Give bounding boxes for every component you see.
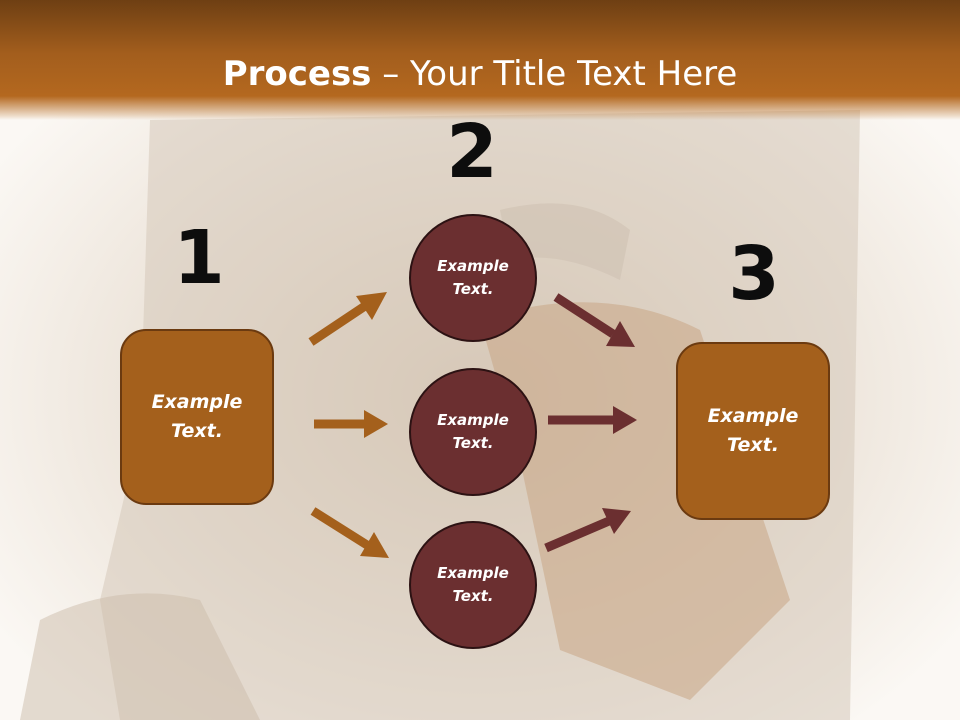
box-start-text: Example Text. bbox=[151, 391, 243, 442]
title-regular-part: – Your Title Text Here bbox=[371, 54, 738, 94]
slide-title: Process – Your Title Text Here bbox=[0, 52, 960, 96]
middle-node-center: Example Text. bbox=[409, 368, 537, 496]
middle-node-top: Example Text. bbox=[409, 214, 537, 342]
arrow-to-middle-node bbox=[314, 410, 388, 438]
process-box-end: Example Text. bbox=[676, 342, 830, 520]
title-bar bbox=[0, 0, 960, 120]
node-bottom-text: Example Text. bbox=[437, 564, 509, 605]
arrow-from-middle-node bbox=[548, 406, 637, 434]
step-number-1: 1 bbox=[173, 215, 225, 301]
arrow-to-top-node bbox=[308, 292, 387, 346]
step-number-2: 2 bbox=[446, 109, 498, 195]
arrow-from-bottom-node bbox=[544, 508, 631, 553]
title-bold-part: Process bbox=[222, 54, 372, 94]
arrow-to-bottom-node bbox=[310, 507, 389, 558]
middle-node-bottom: Example Text. bbox=[409, 521, 537, 649]
node-top-text: Example Text. bbox=[437, 257, 509, 298]
box-end-text: Example Text. bbox=[707, 405, 799, 456]
arrow-from-top-node bbox=[553, 293, 635, 347]
node-center-text: Example Text. bbox=[437, 411, 509, 452]
process-box-start: Example Text. bbox=[120, 329, 274, 505]
step-number-3: 3 bbox=[728, 231, 780, 317]
